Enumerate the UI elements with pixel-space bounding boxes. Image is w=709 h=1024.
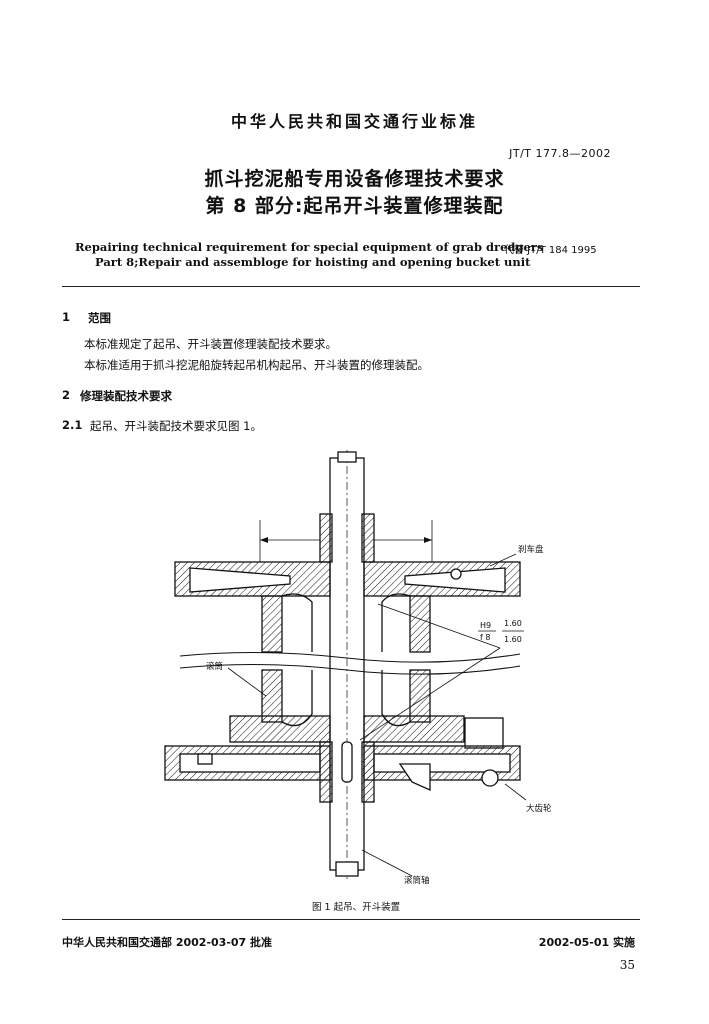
clause-2-1-number: 2.1 [62,418,83,432]
section-1-heading: 范围 [88,311,111,325]
roughness-bottom: 1.60 [504,635,522,644]
section-2-heading: 修理装配技术要求 [80,389,172,403]
label-brake-disc: 刹车盘 [518,545,544,555]
footer-divider [62,919,640,920]
english-title-line-1: Repairing technical requirement for spec… [75,240,544,254]
label-bushing: 滚筒 [206,662,224,672]
roughness-top: 1.60 [504,619,522,628]
header-divider [62,286,640,287]
issuing-organization: 中华人民共和国交通行业标准 [230,112,478,131]
label-drum-shaft: 滚筒轴 [404,876,430,886]
implementation-line: 2002-05-01 实施 [538,936,635,949]
fit-denominator: f 8 [480,633,491,642]
section-2-number: 2 [62,388,71,402]
document-title-line-2: 第 8 部分:起吊开斗装置修理装配 [205,195,504,217]
figure-caption: 图 1 起吊、开斗装置 [312,902,401,913]
clause-2-1-text: 起吊、开斗装配技术要求见图 1。 [90,419,262,433]
section-1-paragraph-1: 本标准规定了起吊、开斗装置修理装配技术要求。 [84,337,337,351]
fit-numerator: H9 [480,621,492,630]
replaces-note: 代替 JT/T 184 1995 [504,245,597,256]
english-title-line-2: Part 8;Repair and assembloge for hoistin… [95,255,531,269]
approval-line: 中华人民共和国交通部 2002-03-07 批准 [62,936,273,949]
document-title-line-1: 抓斗挖泥船专用设备修理技术要求 [204,168,505,190]
page-number: 35 [619,958,635,972]
section-1-paragraph-2: 本标准适用于抓斗挖泥船旋转起吊机构起吊、开斗装置的修理装配。 [84,358,429,372]
standard-number: JT/T 177.8—2002 [509,147,611,160]
label-big-gear: 大齿轮 [526,804,552,814]
section-1-number: 1 [62,310,71,324]
